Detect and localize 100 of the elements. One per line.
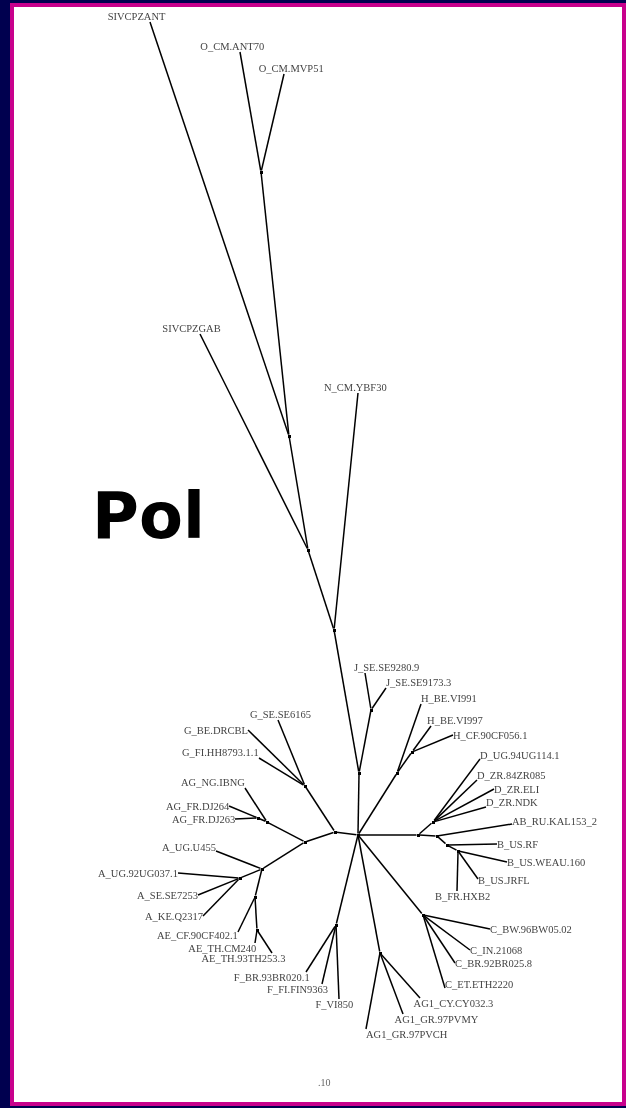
branch-line — [258, 817, 267, 823]
branch-line — [412, 734, 454, 753]
branch-line — [260, 73, 285, 172]
branch-node — [303, 784, 307, 788]
taxon-label: O_CM.MVP51 — [258, 63, 324, 74]
branch-line — [397, 752, 412, 773]
branch-line — [177, 872, 240, 879]
taxon-label: AB_RU.KAL153_2 — [512, 815, 597, 827]
branch-line — [437, 836, 447, 845]
branch-line — [305, 786, 335, 832]
branch-line — [254, 897, 258, 930]
branch-node — [378, 951, 382, 955]
branch-line — [365, 953, 381, 1030]
branch-line — [412, 725, 432, 752]
branch-line — [437, 823, 513, 837]
taxon-label: G_SE.SE6165 — [249, 709, 311, 720]
branch-node — [395, 771, 399, 775]
branch-line — [333, 392, 359, 630]
branch-line — [333, 630, 360, 773]
taxon-label: D_ZR.NDK — [486, 797, 538, 809]
taxon-label: AG1_GR.97PVMY — [394, 1014, 479, 1025]
branch-node — [332, 628, 336, 632]
branch-node — [259, 170, 263, 174]
branch-node — [238, 876, 242, 880]
branch-line — [358, 710, 372, 773]
taxon-label: C_ET.ETH2220 — [445, 979, 514, 991]
branch-line — [228, 805, 258, 819]
branch-node — [287, 434, 291, 438]
taxon-label: AG1_CY.CY032.3 — [413, 998, 494, 1009]
branch-line — [321, 925, 337, 985]
branch-line — [149, 21, 290, 436]
branch-node — [356, 833, 360, 837]
taxon-label: F_BR.93BR020.1 — [233, 972, 310, 983]
taxon-label: A_UG.92UG037.1 — [98, 867, 178, 879]
branch-line — [458, 851, 479, 880]
title: Pol — [92, 478, 205, 554]
branch-line — [358, 834, 418, 836]
taxon-label: A_KE.Q2317 — [145, 910, 204, 922]
branch-line — [335, 831, 358, 836]
branch-line — [247, 729, 305, 786]
branch-line — [234, 817, 258, 820]
taxon-label: SIVCPZANT — [107, 11, 166, 22]
taxon-label: SIVCPZGAB — [162, 323, 221, 334]
branch-line — [257, 930, 273, 954]
branch-line — [267, 822, 305, 842]
taxon-label: D_UG.94UG114.1 — [480, 750, 560, 762]
branch-line — [357, 835, 381, 953]
branch-line — [447, 843, 498, 846]
branch-node — [431, 820, 435, 824]
branch-line — [199, 333, 309, 550]
taxon-label: AG_FR.DJ263 — [172, 813, 236, 825]
taxon-label: G_FI.HH8793.1.1 — [182, 747, 259, 758]
branch-line — [307, 550, 335, 630]
taxon-label: H_BE.VI997 — [427, 715, 483, 726]
taxon-label: AE_CF.90CF402.1 — [157, 929, 238, 941]
taxon-label: AG1_GR.97PVCH — [366, 1029, 448, 1040]
branch-line — [433, 806, 487, 823]
branch-node — [306, 548, 310, 552]
taxon-label: AE_TH.CM240 — [188, 943, 257, 954]
branch-node — [416, 833, 420, 837]
taxon-label: D_ZR.84ZR085 — [477, 770, 546, 782]
branch-line — [239, 51, 262, 172]
branch-line — [258, 757, 305, 786]
branch-line — [433, 779, 478, 822]
taxon-label: B_US.WEAU.160 — [507, 856, 586, 868]
branch-line — [379, 953, 404, 1015]
branch-node — [256, 816, 260, 820]
branch-line — [197, 877, 240, 896]
taxon-label: AG_NG.IBNG — [181, 777, 245, 788]
branch-line — [423, 915, 471, 951]
branch-line — [335, 835, 359, 925]
branch-node — [260, 867, 264, 871]
branch-line — [358, 835, 423, 915]
taxon-label: F_FI.FIN9363 — [267, 984, 329, 995]
taxon-label: A_SE.SE7253 — [137, 889, 198, 901]
branch-line — [357, 773, 360, 835]
branch-line — [358, 773, 397, 835]
branch-node — [265, 820, 269, 824]
taxon-label: G_BE.DRCBL — [184, 724, 248, 736]
branch-line — [202, 878, 240, 917]
branch-line — [244, 787, 267, 822]
taxon-label: AG_FR.DJ264 — [166, 800, 230, 812]
taxon-label: C_BR.92BR025.8 — [455, 957, 533, 969]
branch-node — [334, 923, 338, 927]
taxon-label: F_VI850 — [315, 999, 354, 1010]
branch-node — [303, 840, 307, 844]
branch-node — [410, 750, 414, 754]
branch-line — [447, 845, 458, 851]
branch-node — [333, 830, 337, 834]
branch-line — [260, 172, 290, 436]
branch-node — [369, 708, 373, 712]
branch-node — [253, 895, 257, 899]
scale-label: .10 — [318, 1077, 331, 1089]
taxon-label: J_SE.SE9173.3 — [386, 677, 452, 688]
taxon-label: B_US.JRFL — [478, 874, 530, 886]
branch-line — [423, 914, 491, 930]
taxon-label: C_BW.96BW05.02 — [490, 923, 572, 935]
branch-line — [237, 897, 256, 933]
taxon-label: O_CM.ANT70 — [200, 41, 265, 52]
taxon-label: AE_TH.93TH253.3 — [201, 953, 286, 964]
